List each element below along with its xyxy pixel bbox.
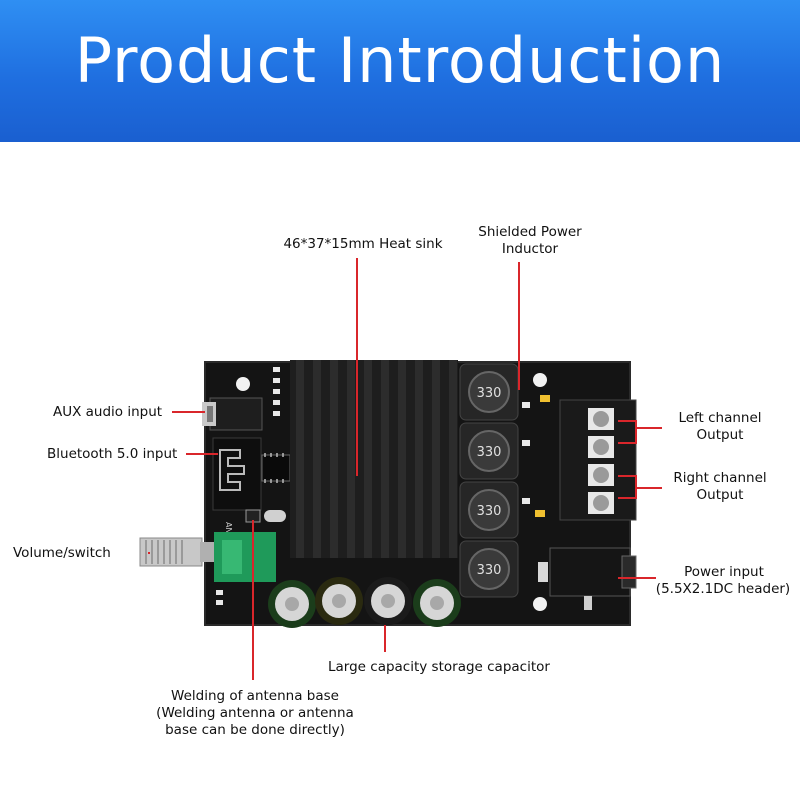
antenna-label-line2: (Welding antenna or antenna — [156, 705, 354, 721]
page-title: Product Introduction — [74, 24, 726, 97]
left-channel-label-line1: Left channel — [678, 410, 762, 426]
inductor-code: 330 — [477, 563, 502, 578]
mounting-hole — [236, 377, 250, 391]
power-input-label-line2: (5.5X2.1DC header) — [655, 581, 791, 597]
speaker-terminal-block — [559, 399, 637, 521]
aux-label: AUX audio input — [53, 404, 163, 420]
inductor-label-line2: Inductor — [501, 241, 559, 257]
antenna-label-line3: base can be done directly) — [165, 722, 345, 738]
smd-pads — [216, 367, 550, 605]
right-channel-label-line2: Output — [696, 487, 744, 503]
antenna-mark: ANT — [224, 522, 233, 538]
power-input-label-line1: Power input — [684, 564, 764, 580]
volume-knob — [139, 532, 276, 582]
ic-chip — [261, 453, 291, 483]
power-inductors — [459, 363, 519, 598]
bluetooth-label: Bluetooth 5.0 input — [47, 446, 178, 462]
left-channel-label-line2: Output — [696, 427, 744, 443]
inductor-label-line1: Shielded Power — [478, 224, 582, 240]
mounting-hole — [533, 373, 547, 387]
capacitor-label: Large capacity storage capacitor — [328, 659, 550, 675]
mounting-hole — [533, 597, 547, 611]
dc-power-jack — [538, 547, 637, 610]
inductor-code: 330 — [477, 445, 502, 460]
heatsink-label: 46*37*15mm Heat sink — [283, 236, 443, 252]
right-channel-label-line1: Right channel — [673, 470, 767, 486]
crystal — [264, 510, 286, 522]
volume-label: Volume/switch — [13, 545, 111, 561]
aux-jack — [202, 397, 263, 431]
header-banner: Product Introduction — [0, 0, 800, 142]
storage-capacitors — [268, 577, 461, 628]
leader-lines — [148, 258, 662, 680]
inductor-code: 330 — [477, 386, 502, 401]
bluetooth-module — [212, 437, 262, 511]
inductor-code: 330 — [477, 504, 502, 519]
antenna-label-line1: Welding of antenna base — [171, 688, 339, 704]
heat-sink — [290, 360, 458, 558]
